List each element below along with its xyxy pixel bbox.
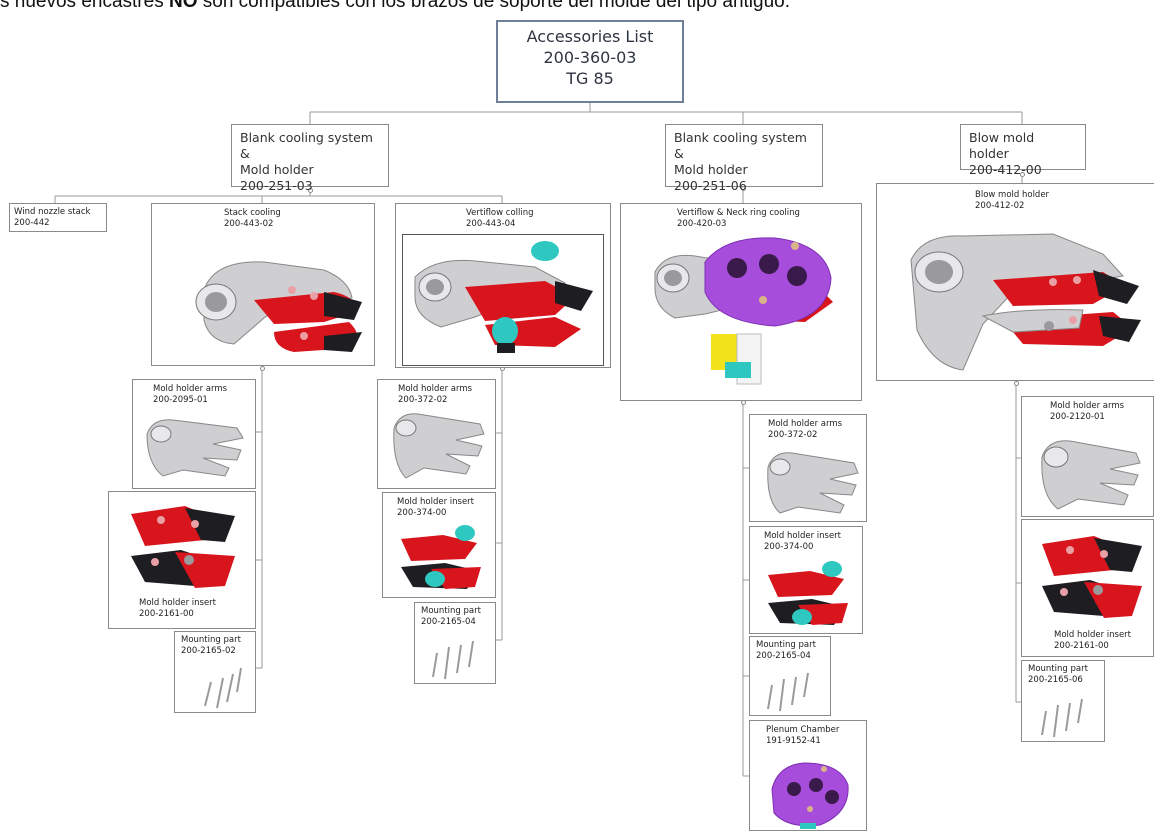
b3-insert-node: Mold holder insert 200-2161-00	[1021, 519, 1154, 657]
b2-main-name: Vertiflow & Neck ring cooling	[677, 208, 800, 218]
branch2-code: 200-251-06	[674, 178, 747, 193]
verti-name: Vertiflow colling	[466, 208, 534, 218]
b3-arms-node: Mold holder arms 200-2120-01	[1021, 396, 1154, 517]
vertiflow-node: Vertiflow colling 200-443-04	[395, 203, 611, 368]
mount1-code: 200-2165-02	[181, 646, 236, 656]
notice-bold: NO	[168, 0, 198, 12]
insert2-node: Mold holder insert 200-374-00	[382, 492, 496, 598]
b2-mount-node: Mounting part 200-2165-04	[749, 636, 831, 716]
b3-insert-image	[1042, 536, 1142, 618]
wind-code: 200-442	[14, 218, 50, 228]
root-tg: TG 85	[566, 69, 614, 88]
arms1-name: Mold holder arms	[153, 384, 228, 394]
b2-mount-name: Mounting part	[756, 640, 816, 650]
root-node: Accessories List 200-360-03 TG 85	[496, 20, 684, 103]
arms2-image	[393, 413, 485, 479]
b2-mount-image	[767, 672, 809, 712]
mount2-node: Mounting part 200-2165-04	[414, 602, 496, 684]
plenum-node: Plenum Chamber 191-9152-41	[749, 720, 867, 831]
branch2-title: Blank cooling system &	[674, 130, 807, 161]
notice-banner: s nuevos encastres NO son compatibles co…	[0, 0, 790, 13]
mount2-name: Mounting part	[421, 606, 481, 616]
insert1-node: Mold holder insert 200-2161-00	[108, 491, 256, 629]
b3-mount-name: Mounting part	[1028, 664, 1088, 674]
branch3-code: 200-412-00	[969, 162, 1042, 177]
vertiflow-neck-node: Vertiflow & Neck ring cooling 200-420-03	[620, 203, 862, 401]
b2-arms-image	[767, 452, 859, 514]
mount1-image	[204, 667, 242, 709]
wind-nozzle-node: Wind nozzle stack 200-442	[9, 203, 107, 232]
b2-insert-node: Mold holder insert 200-374-00	[749, 526, 863, 634]
blow-mold-image	[910, 233, 1141, 371]
insert1-name: Mold holder insert	[139, 598, 216, 608]
connector-dot	[1014, 381, 1019, 386]
b3-insert-name: Mold holder insert	[1054, 630, 1131, 640]
b3-arms-name: Mold holder arms	[1050, 401, 1125, 411]
b2-insert-image	[768, 561, 848, 625]
branch3-title: Blow mold holder	[969, 130, 1035, 161]
arms1-code: 200-2095-01	[153, 395, 208, 405]
b3-arms-code: 200-2120-01	[1050, 412, 1105, 422]
branch1-node: Blank cooling system & Mold holder 200-2…	[231, 124, 389, 193]
vertiflow-image	[414, 241, 593, 353]
notice-prefix: s nuevos encastres	[0, 0, 169, 12]
branch2-node: Blank cooling system & Mold holder 200-2…	[665, 124, 823, 193]
vertiflow-image-frame	[402, 234, 604, 366]
plenum-name: Plenum Chamber	[766, 725, 840, 735]
root-code: 200-360-03	[543, 48, 637, 67]
wind-name: Wind nozzle stack	[14, 207, 91, 217]
stack-cooling-image	[195, 261, 362, 352]
b3-mount-node: Mounting part 200-2165-06	[1021, 660, 1105, 742]
vertiflow-neck-image	[654, 237, 833, 385]
b2-insert-code: 200-374-00	[764, 542, 814, 552]
plenum-code: 191-9152-41	[766, 736, 821, 746]
b3-mount-code: 200-2165-06	[1028, 675, 1083, 685]
b2-main-code: 200-420-03	[677, 219, 727, 229]
mount2-image	[432, 640, 474, 680]
b2-insert-name: Mold holder insert	[764, 531, 841, 541]
b2-arms-code: 200-372-02	[768, 430, 818, 440]
branch1-title: Blank cooling system &	[240, 130, 373, 161]
stack-cooling-node: Stack cooling 200-443-02	[151, 203, 375, 366]
verti-code: 200-443-04	[466, 219, 516, 229]
b3-mount-image	[1041, 698, 1083, 738]
arms1-image	[146, 419, 244, 477]
b3-main-name: Blow mold holder	[975, 190, 1050, 200]
b2-mount-code: 200-2165-04	[756, 651, 811, 661]
mount1-name: Mounting part	[181, 635, 241, 645]
connector-dot	[1020, 172, 1025, 177]
plenum-image	[771, 762, 849, 829]
b3-main-code: 200-412-02	[975, 201, 1025, 211]
branch3-node: Blow mold holder 200-412-00	[960, 124, 1086, 177]
arms2-code: 200-372-02	[398, 395, 448, 405]
stack-name: Stack cooling	[224, 208, 281, 218]
mount2-code: 200-2165-04	[421, 617, 476, 627]
root-title: Accessories List	[526, 27, 654, 46]
branch1-title2: Mold holder	[240, 162, 314, 177]
arms2-node: Mold holder arms 200-372-02	[377, 379, 496, 489]
insert2-name: Mold holder insert	[397, 497, 474, 507]
b3-insert-code: 200-2161-00	[1054, 641, 1109, 651]
insert2-image	[401, 525, 481, 589]
connector-dot	[260, 366, 265, 371]
arms1-node: Mold holder arms 200-2095-01	[132, 379, 256, 489]
blow-mold-main-node: Blow mold holder 200-412-02	[876, 183, 1154, 381]
b2-arms-node: Mold holder arms 200-372-02	[749, 414, 867, 522]
branch1-code: 200-251-03	[240, 178, 313, 193]
b2-arms-name: Mold holder arms	[768, 419, 843, 429]
arms2-name: Mold holder arms	[398, 384, 473, 394]
b3-arms-image	[1041, 440, 1141, 510]
insert1-code: 200-2161-00	[139, 609, 194, 619]
connector-dot	[308, 188, 313, 193]
mount1-node: Mounting part 200-2165-02	[174, 631, 256, 713]
stack-code: 200-443-02	[224, 219, 274, 229]
insert1-image	[131, 506, 235, 588]
branch2-title2: Mold holder	[674, 162, 748, 177]
insert2-code: 200-374-00	[397, 508, 447, 518]
notice-suffix: son compatibles con los brazos de soport…	[197, 0, 791, 12]
